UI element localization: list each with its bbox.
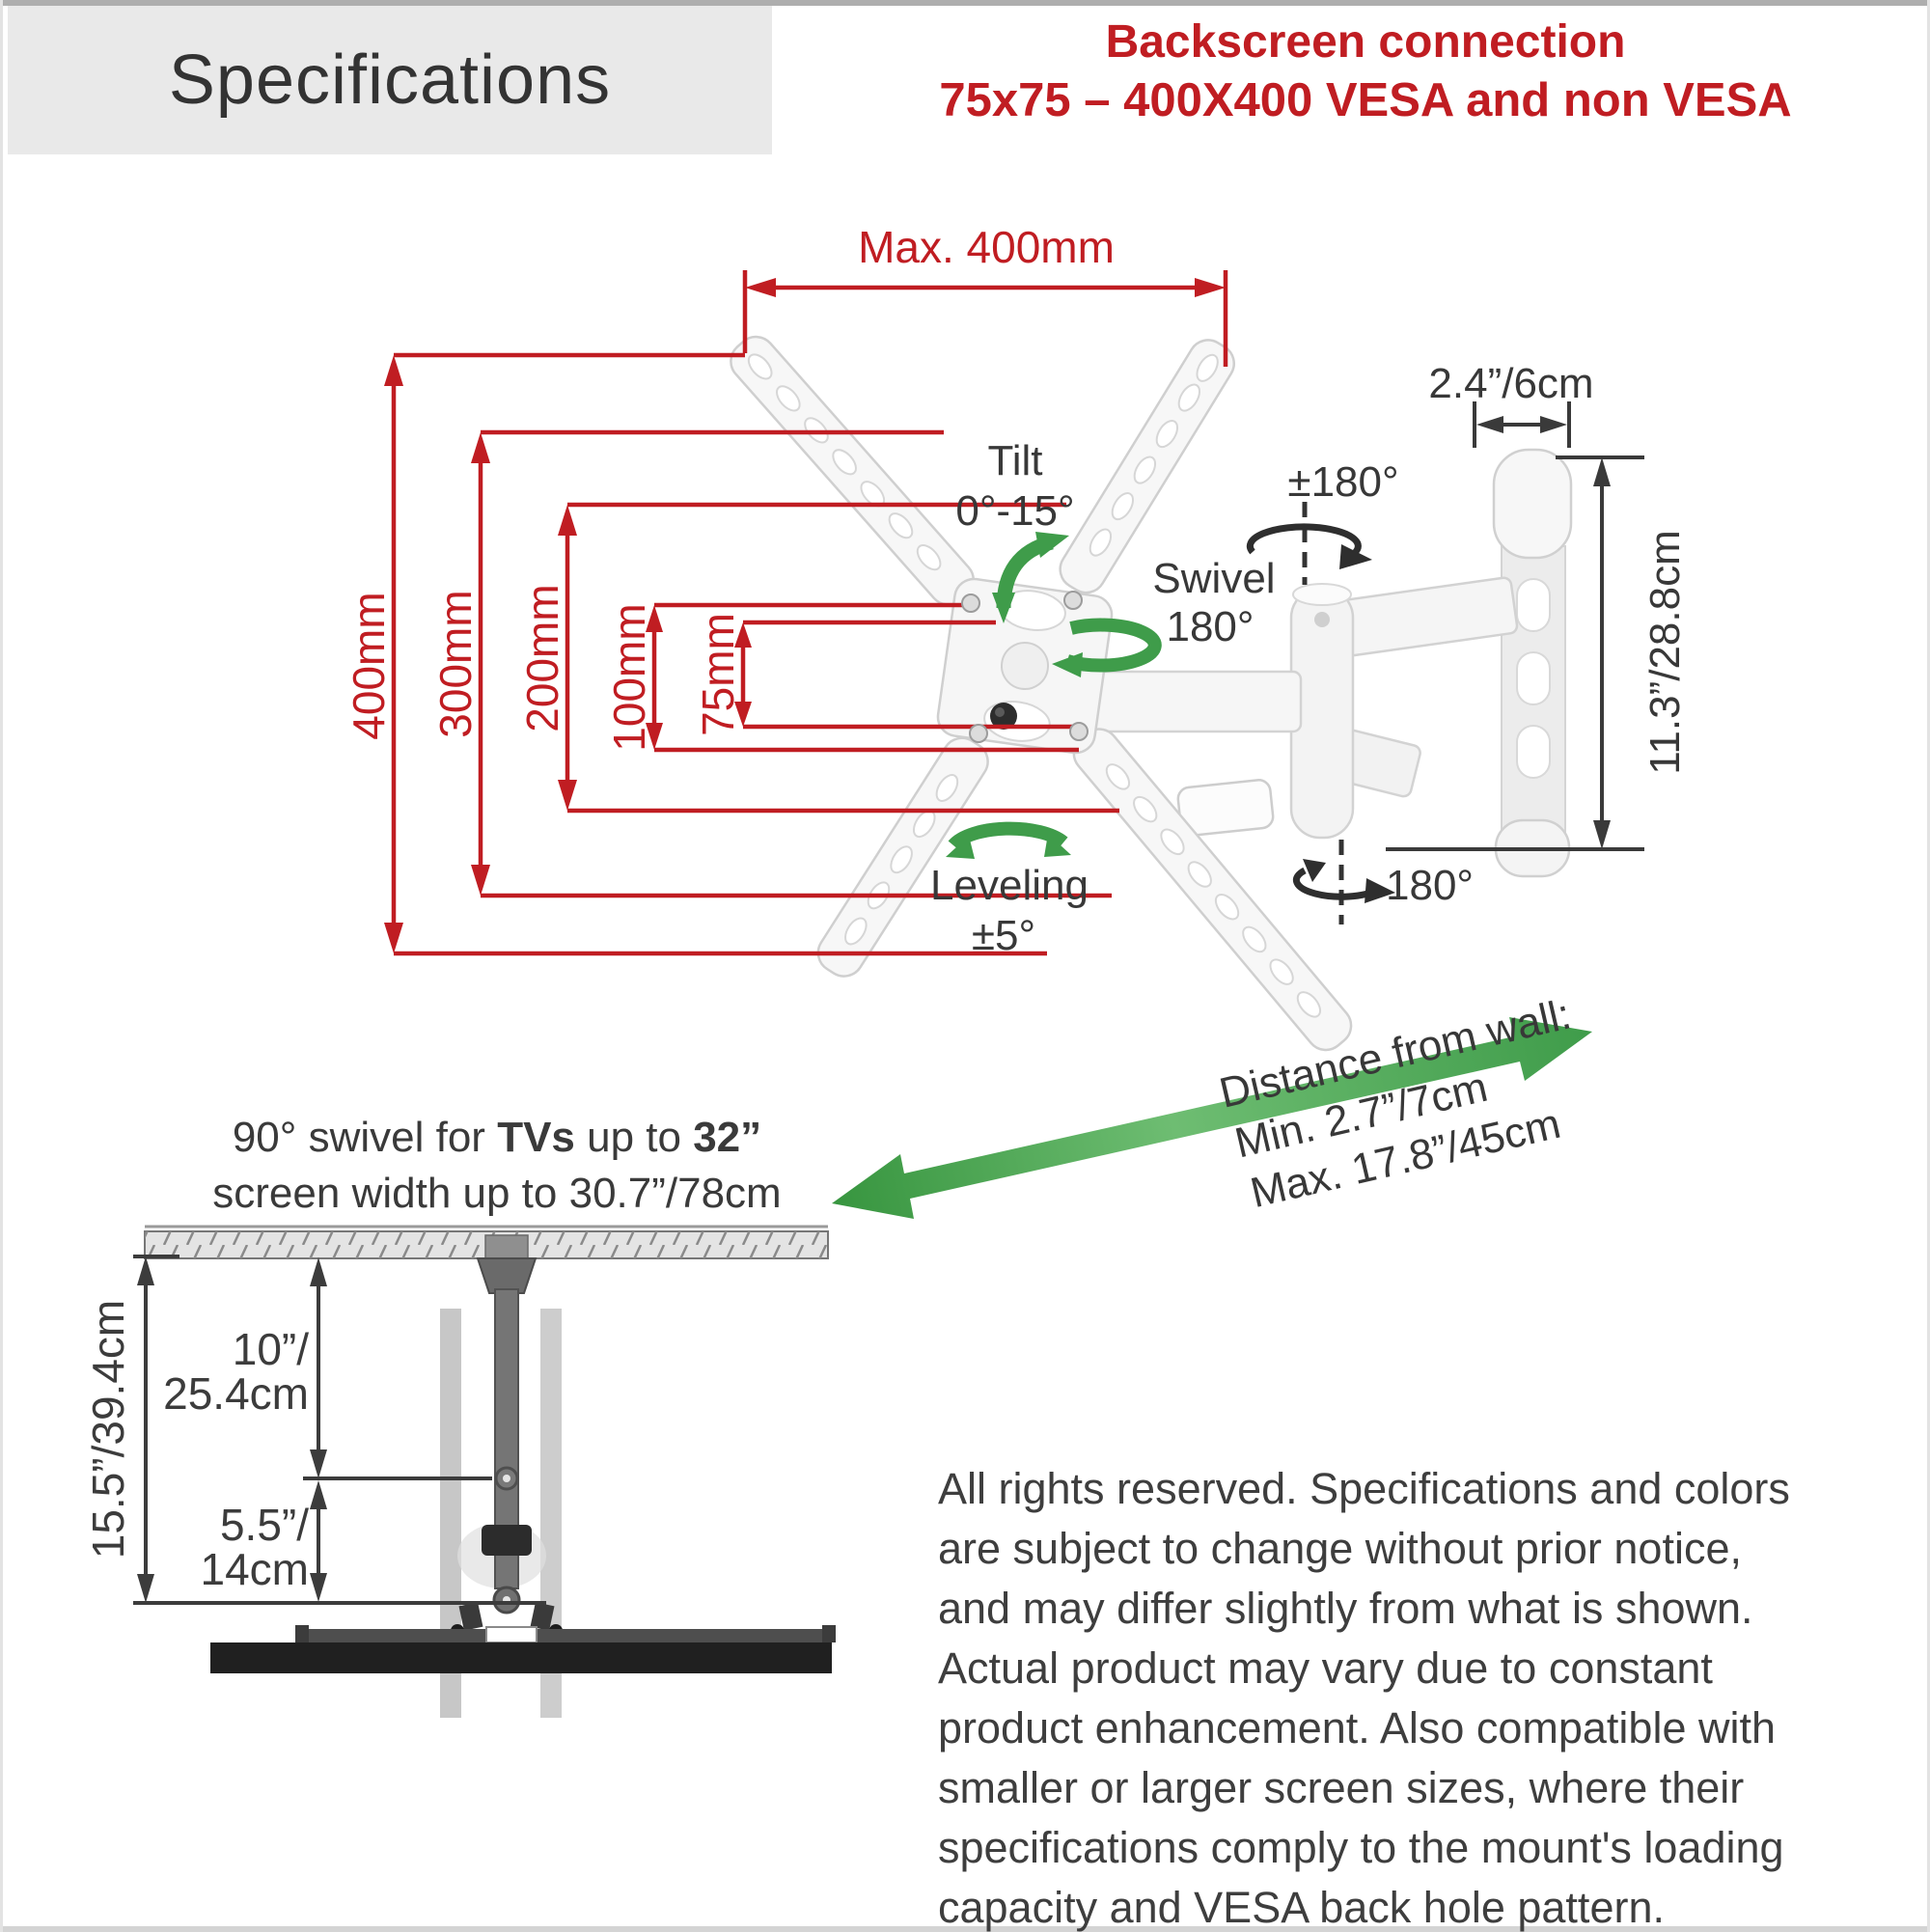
disclaimer-line: smaller or larger screen sizes, where th… [938,1763,1745,1812]
tilt-label: Tilt [987,437,1042,484]
connection-title-line1: Backscreen connection [1105,16,1626,68]
swivel-label: Swivel [1152,555,1275,602]
vesa-arm-top-left [730,335,976,606]
articulated-arm [1058,576,1519,840]
swivel-title-seg4: 32” [693,1114,762,1161]
disclaimer-line: Actual product may vary due to constant [938,1643,1713,1693]
tilt-range: 0°-15° [955,487,1074,535]
upper-dim-label-2: 25.4cm [163,1368,309,1419]
swivel-side-diagram: 15.5”/39.4cm 10”/ 25.4cm 5.5”/ 14cm [83,1225,836,1718]
vesa-x-bracket [730,335,1573,1052]
leveling-label: Leveling [930,862,1089,909]
connection-title: Backscreen connection 75x75 – 400X400 VE… [830,14,1901,129]
leveling-range: ±5° [972,912,1035,959]
header-box: Specifications [8,6,772,154]
upper-dim-label-1: 10”/ [233,1324,309,1374]
vesa-400-label: 400mm [344,592,394,739]
wall-rotation-axis [1292,840,1395,925]
vesa-200-label: 200mm [517,584,567,731]
ghost-tv-left [440,1309,461,1718]
plate-screws [961,591,1089,743]
page-title: Specifications [168,41,612,119]
connection-title-line2: 75x75 – 400X400 VESA and non VESA [939,74,1792,126]
vesa-arm-top-right [1059,339,1235,594]
tilt-arrow-icon [992,532,1069,623]
swivel-title-seg1: 90° swivel for [232,1114,498,1161]
disclaimer-line: and may differ slightly from what is sho… [938,1584,1753,1633]
arm-rotation-axis [1246,502,1372,585]
bracket-width-dim [1473,401,1571,448]
tv-rail [295,1629,836,1642]
side-dims [133,1255,546,1605]
tv-bar [210,1642,832,1673]
distance-from-wall-label: Distance from wall: Min. 2.7”/7cm Max. 1… [1215,990,1575,1217]
wall-plate [1492,448,1573,878]
vesa-arm-bottom-right [1072,728,1353,1052]
arm-rotation-label: ±180° [1287,458,1398,506]
distance-arrow-icon [832,1017,1592,1219]
red-dimensions [384,270,1228,956]
vesa-75-label: 75mm [693,613,743,736]
vesa-100-label: 100mm [604,603,654,751]
bracket-height-label: 11.3”/28.8cm [1641,530,1689,775]
wall-rotation-label: 180° [1386,862,1474,909]
top-edge [0,0,1930,6]
bottom-edge [0,1926,1930,1932]
disclaimer-line: specifications comply to the mount's loa… [938,1823,1784,1872]
left-edge [0,0,3,1932]
total-height-label: 15.5”/39.4cm [83,1300,133,1559]
bracket-height-dim [1386,455,1644,851]
swivel-diagram-title: 90° swivel for TVs up to 32” screen widt… [130,1110,864,1222]
disclaimer-line: product enhancement. Also compatible wit… [938,1703,1777,1753]
right-edge [1927,0,1930,1932]
disclaimer-line: All rights reserved. Specifications and … [938,1464,1790,1513]
swivel-title-seg3: up to [574,1114,694,1161]
leveling-arrow-icon [946,821,1071,859]
bracket-width-label: 2.4”/6cm [1428,360,1593,407]
mount-bracket [476,1257,538,1294]
mast-clamp [482,1525,532,1556]
swivel-arrow-icon [1052,618,1162,677]
max-width-label: Max. 400mm [858,222,1115,272]
lower-dim-label-2: 14cm [201,1544,309,1594]
rail-notch [485,1626,538,1643]
disclaimer-text: All rights reserved. Specifications and … [938,1459,1922,1932]
disclaimer-line: capacity and VESA back hole pattern. [938,1883,1665,1932]
swivel-range: 180° [1166,603,1254,650]
vesa-300-label: 300mm [430,590,481,737]
swivel-title-line1: 90° swivel for TVs up to 32” [130,1110,864,1166]
swivel-title-line2: screen width up to 30.7”/78cm [212,1170,782,1217]
lower-dim-label-1: 5.5”/ [220,1500,309,1550]
swivel-title-seg2: TVs [497,1114,575,1161]
disclaimer-line: are subject to change without prior noti… [938,1524,1742,1573]
